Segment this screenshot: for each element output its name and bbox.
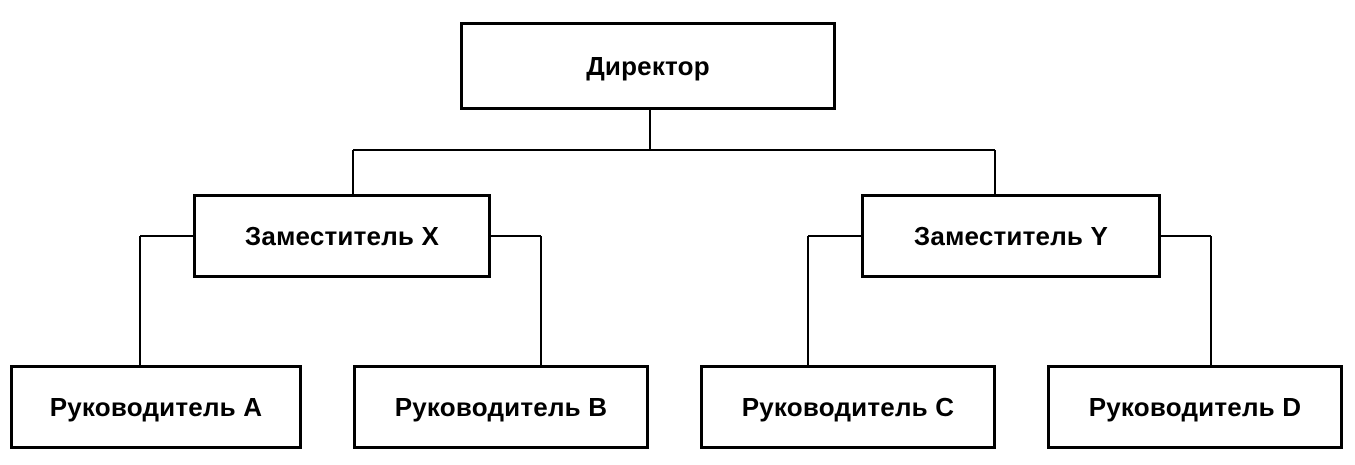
node-head-d-label: Руководитель D [1088, 391, 1302, 422]
node-head-c: Руководитель С [700, 365, 996, 449]
node-head-a-label: Руководитель А [49, 391, 263, 422]
node-deputy-x: Заместитель X [193, 194, 491, 278]
node-director: Директор [460, 22, 836, 110]
node-deputy-y: Заместитель Y [861, 194, 1161, 278]
node-head-b: Руководитель В [353, 365, 649, 449]
node-head-c-label: Руководитель С [741, 391, 955, 422]
node-deputy-y-label: Заместитель Y [913, 220, 1109, 251]
node-deputy-x-label: Заместитель X [244, 220, 440, 251]
node-director-label: Директор [586, 50, 710, 81]
node-head-a: Руководитель А [10, 365, 302, 449]
node-head-d: Руководитель D [1047, 365, 1343, 449]
node-head-b-label: Руководитель В [394, 391, 608, 422]
